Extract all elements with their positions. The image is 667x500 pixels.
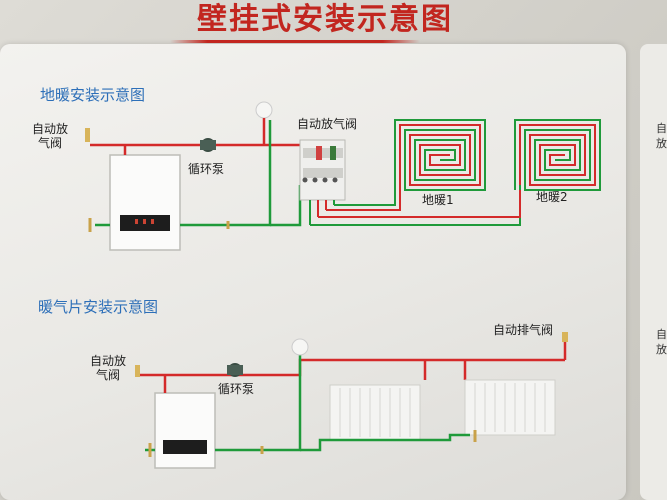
floor-loop-1-label: 地暖1 <box>422 193 454 207</box>
floor-pump-label: 循环泵 <box>188 162 225 176</box>
floor-manifold-vent-label: 自动放气阀 <box>297 117 358 131</box>
right-panel-text-1: 自 <box>656 122 667 135</box>
right-panel-text-2: 放 <box>656 137 667 150</box>
right-panel-text-3: 自 <box>656 328 667 341</box>
floor-boiler <box>109 154 181 251</box>
radiator-section-title: 暖气片安装示意图 <box>38 298 159 316</box>
floor-loop-2 <box>514 119 601 191</box>
right-panel-text-4: 放 <box>656 343 667 356</box>
radiator-boiler-display <box>163 440 207 454</box>
floor-auto-vent-left-label: 自动放气阀 <box>32 122 69 150</box>
radiator-auto-exhaust-label: 自动排气阀 <box>493 323 554 337</box>
radiator-auto-exhaust-right <box>562 332 568 342</box>
poster-title: 壁挂式安装示意图 <box>197 2 453 37</box>
right-panel-edge <box>640 44 667 500</box>
radiator-2 <box>464 379 556 436</box>
floor-loop-1 <box>394 119 486 191</box>
radiator-auto-vent-left <box>135 365 140 377</box>
radiator-supply-pipe <box>140 358 565 377</box>
floor-loop-2-label: 地暖2 <box>536 190 568 204</box>
floor-section-title: 地暖安装示意图 <box>40 86 146 104</box>
title-underline <box>170 40 420 43</box>
radiator-pump-label: 循环泵 <box>218 382 255 396</box>
radiator-1 <box>329 384 421 441</box>
radiator-boiler <box>154 392 216 469</box>
floor-auto-vent-left <box>85 128 90 142</box>
radiator-auto-vent-left-label: 自动放气阀 <box>90 354 127 382</box>
